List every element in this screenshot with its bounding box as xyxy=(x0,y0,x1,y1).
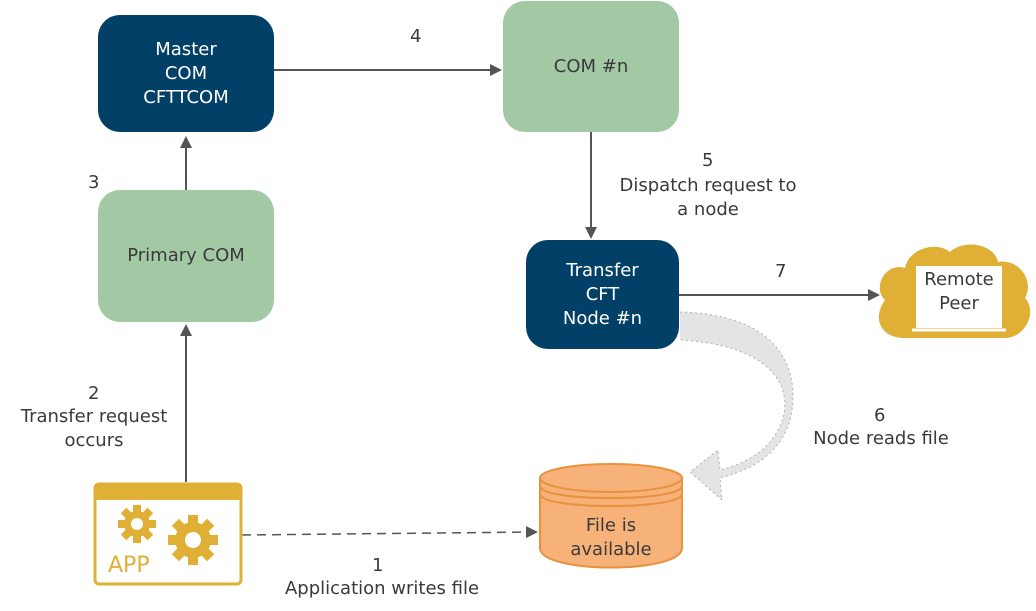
step-6-number: 6 xyxy=(874,405,886,426)
step-6-text: Node reads file xyxy=(813,428,949,449)
step-3-number: 3 xyxy=(88,172,100,193)
primary-com-label: Primary COM xyxy=(127,245,245,266)
step-7-number: 7 xyxy=(775,261,787,282)
gear-small-icon xyxy=(118,505,156,543)
step-2-number: 2 xyxy=(88,383,100,404)
step-1-text: Application writes file xyxy=(284,578,480,599)
gear-large-icon xyxy=(168,515,218,565)
file-label: File is available xyxy=(570,515,652,560)
curved-read-arrow xyxy=(679,311,794,502)
cloud-icon xyxy=(878,244,1031,338)
app-label: APP xyxy=(108,553,150,578)
step-2-text: Transfer request occurs xyxy=(20,406,168,451)
step-5-number: 5 xyxy=(702,150,714,171)
step-4-number: 4 xyxy=(410,26,422,47)
transfer-node-label: Transfer CFT Node #n xyxy=(562,259,643,329)
com-n-node: COM #n xyxy=(503,1,679,132)
master-com-node: Master COM CFTTCOM xyxy=(98,15,274,132)
app-icon: APP xyxy=(93,482,243,586)
step-5-text: Dispatch request to a node xyxy=(619,175,797,220)
com-n-label: COM #n xyxy=(553,55,629,77)
remote-peer-label: Remote Peer xyxy=(924,269,994,314)
master-com-label: Master COM CFTTCOM xyxy=(143,38,229,108)
transfer-node: Transfer CFT Node #n xyxy=(526,240,679,349)
step-1-number: 1 xyxy=(372,555,384,576)
primary-com-node: Primary COM xyxy=(98,190,274,322)
arrow-app-to-file xyxy=(241,526,538,539)
file-cylinder-icon xyxy=(539,463,683,569)
